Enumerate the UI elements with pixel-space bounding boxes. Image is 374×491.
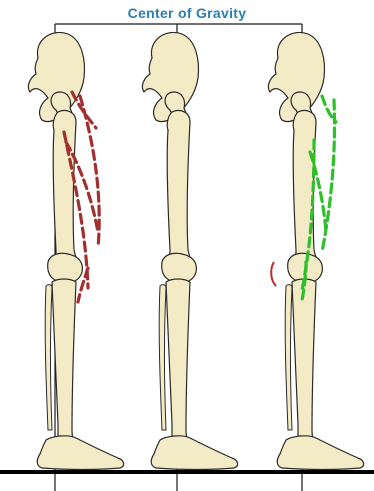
leg-right	[268, 32, 363, 469]
leg-middle	[142, 32, 237, 469]
green-line-2	[322, 100, 335, 252]
knee-marker-red	[271, 262, 276, 286]
